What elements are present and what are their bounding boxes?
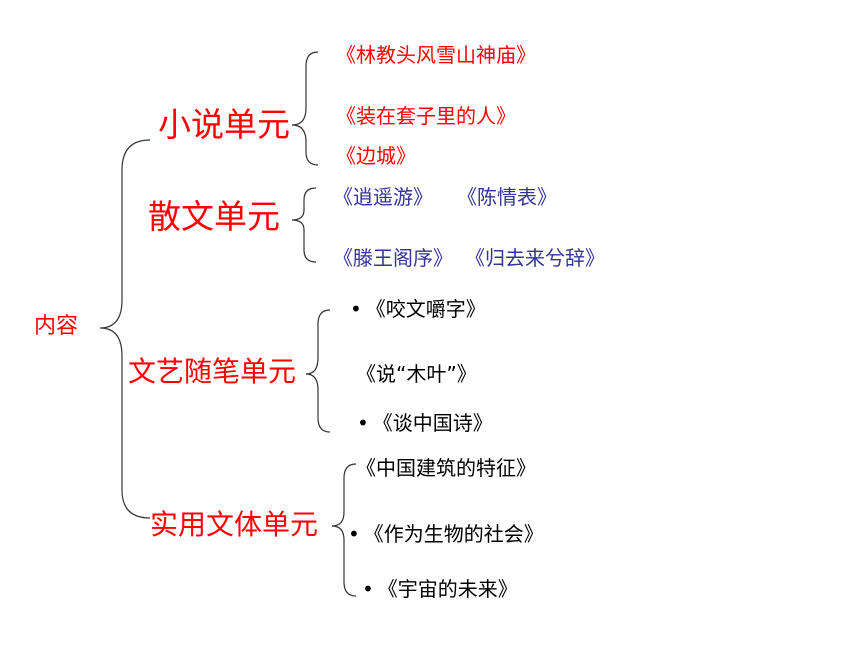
work-item: 《归去来兮辞》 xyxy=(465,246,605,270)
unit-title-fiction: 小说单元 xyxy=(158,105,290,144)
bullet-icon: • xyxy=(348,522,360,546)
unit-title-practical: 实用文体单元 xyxy=(150,508,319,541)
work-item: 《陈情表》 xyxy=(457,185,557,209)
work-item: 《装在套子里的人》 xyxy=(336,104,516,128)
unit3-brace xyxy=(305,309,331,433)
work-item: •《谈中国诗》 xyxy=(357,411,493,435)
work-item: 《林教头风雪山神庙》 xyxy=(336,43,536,67)
work-item: 《边城》 xyxy=(336,144,416,168)
unit-title-essay: 文艺随笔单元 xyxy=(128,355,297,388)
unit1-brace xyxy=(291,51,319,166)
bullet-icon: • xyxy=(362,577,374,601)
bullet-icon: • xyxy=(357,411,369,435)
work-item: 《滕王阁序》 xyxy=(333,246,453,270)
work-item: •《咬文嚼字》 xyxy=(350,297,486,321)
root-label: 内容 xyxy=(34,314,79,339)
work-item: 《说“木叶”》 xyxy=(356,362,477,386)
work-item: 《逍遥游》 xyxy=(333,185,433,209)
main-brace xyxy=(99,139,151,519)
work-item: 《中国建筑的特征》 xyxy=(356,456,536,480)
work-item: •《作为生物的社会》 xyxy=(348,522,544,546)
bullet-icon: • xyxy=(350,297,362,321)
unit-title-prose: 散文单元 xyxy=(148,197,280,236)
unit2-brace xyxy=(291,187,317,263)
work-item: •《宇宙的未来》 xyxy=(362,577,518,601)
